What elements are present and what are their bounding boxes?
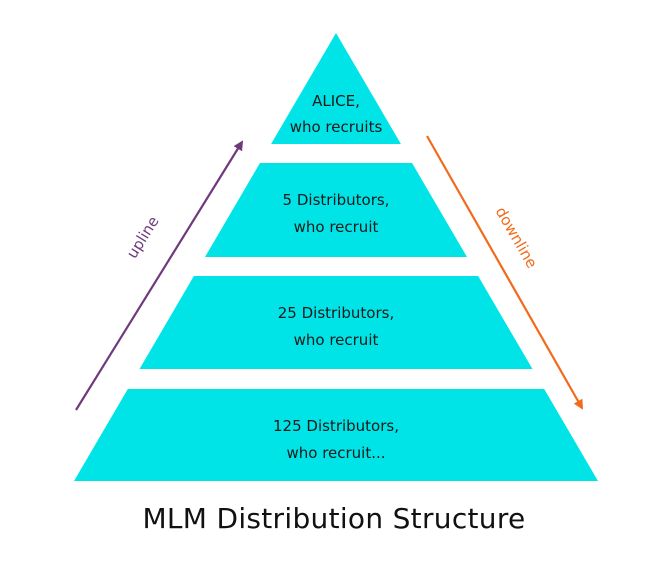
tier-3-line-1: 25 Distributors, — [278, 304, 394, 322]
upline-label: upline — [123, 213, 163, 262]
diagram-title: MLM Distribution Structure — [142, 502, 526, 535]
tier-2-line-2: who recruit — [294, 218, 379, 236]
tier-4-line-1: 125 Distributors, — [273, 417, 399, 435]
tier-4-125-distributors — [74, 389, 598, 481]
pyramid-tiers: ALICE, who recruits 5 Distributors, who … — [74, 33, 598, 481]
tier-2-line-1: 5 Distributors, — [283, 191, 390, 209]
tier-3-line-2: who recruit — [294, 331, 379, 349]
tier-1-alice — [271, 33, 401, 144]
tier-2-5-distributors — [205, 163, 467, 257]
tier-3-25-distributors — [139, 276, 533, 369]
tier-1-line-1: ALICE, — [312, 92, 360, 110]
upline-arrow-line — [75, 140, 244, 411]
tier-4-line-2: who recruit... — [286, 444, 385, 462]
tier-1-line-2: who recruits — [290, 118, 383, 136]
downline-arrow-line — [426, 135, 583, 410]
